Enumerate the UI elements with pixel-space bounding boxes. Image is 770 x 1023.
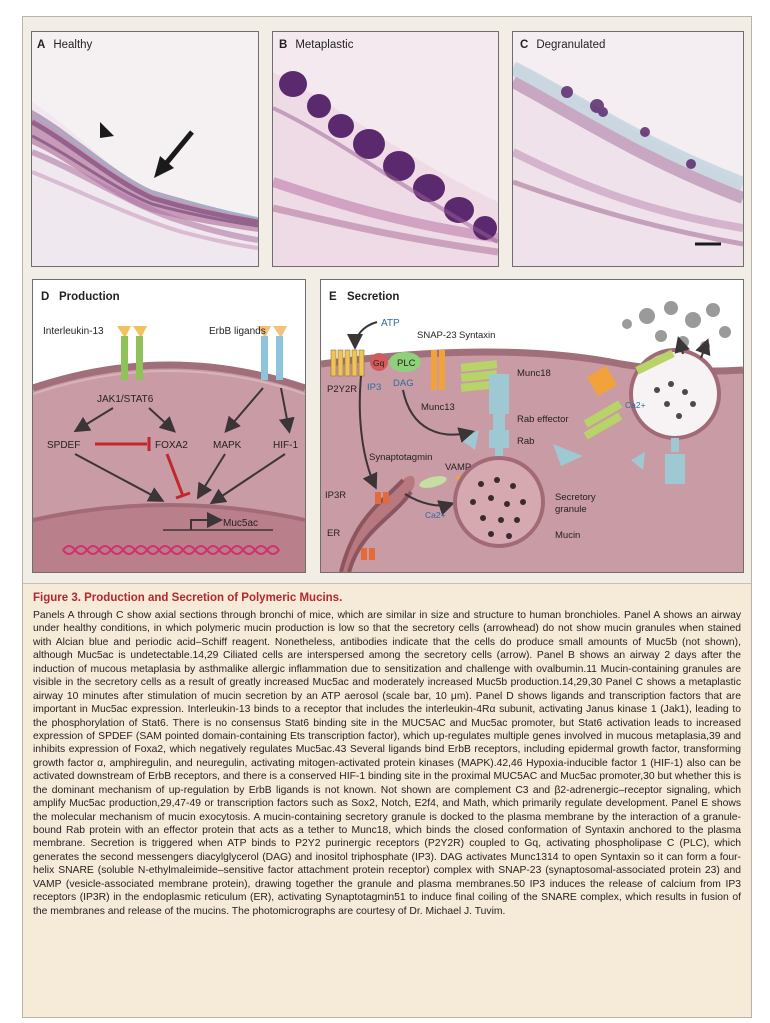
panel-b-letter: B [279, 39, 288, 51]
panel-a-label: A Healthy [37, 39, 92, 51]
figure-area: A Healthy [23, 17, 751, 584]
label-plc: PLC [397, 358, 416, 369]
label-ca2-right: Ca2+ [625, 400, 646, 410]
label-er: ER [327, 528, 340, 539]
plc-enzyme-icon [389, 352, 421, 372]
label-synaptotagmin: Synaptotagmin [369, 452, 432, 463]
label-erbb-ligands: ErbB ligands [209, 326, 266, 337]
label-ca2-left: Ca2+ [425, 510, 446, 520]
panel-d-production: D Production Interleukin-13 ErbB ligands… [32, 279, 306, 573]
munc18-rab-tether-icon [461, 374, 509, 458]
snap23-syntaxin-complex-icon [431, 350, 498, 392]
panel-e-title: Secretion [347, 291, 399, 303]
panel-b-label: B Metaplastic [279, 39, 353, 51]
panel-e-letter: E [329, 291, 337, 303]
panel-e-secretion: E Secretion ATP P2Y2R Gq PLC IP3 DAG SNA… [320, 279, 744, 573]
panel-b-title: Metaplastic [295, 39, 354, 51]
label-hif-1: HIF-1 [273, 440, 298, 451]
label-rab: Rab [517, 436, 534, 447]
caption-title: Figure 3. Production and Secretion of Po… [33, 592, 343, 604]
label-spdef: SPDEF [47, 440, 80, 451]
erbb-receptor-icon [257, 326, 287, 380]
p2y2r-receptor-icon [330, 349, 365, 377]
panel-c-letter: C [520, 39, 529, 51]
label-mapk: MAPK [213, 440, 242, 451]
panel-a-title: Healthy [53, 39, 93, 51]
secretion-diagram: E Secretion ATP P2Y2R Gq PLC IP3 DAG SNA… [321, 280, 743, 572]
micrograph-b-metaplastic [272, 31, 499, 267]
label-muc5ac: Muc5ac [223, 518, 258, 529]
metaplastic-airway-image [273, 32, 498, 266]
panel-d-letter: D [41, 291, 49, 303]
label-interleukin-13: Interleukin-13 [43, 326, 104, 337]
secretory-granule-icon [453, 456, 545, 548]
label-munc13: Munc13 [421, 402, 455, 413]
ip3r-channel-icon [361, 492, 389, 560]
figure-caption: Figure 3. Production and Secretion of Po… [23, 584, 751, 1017]
caption-body: Panels A through C show axial sections t… [33, 610, 741, 917]
label-snap-23: SNAP-23 [417, 330, 457, 341]
panel-c-label: C Degranulated [520, 39, 605, 51]
label-jak1-stat6: JAK1/STAT6 [97, 394, 154, 405]
panel-c-title: Degranulated [536, 39, 606, 51]
label-vamp: VAMP [445, 462, 471, 473]
gq-protein-icon [370, 353, 388, 371]
label-foxa2: FOXA2 [155, 440, 188, 451]
degranulated-airway-image [513, 32, 743, 266]
micrograph-c-degranulated [512, 31, 744, 267]
label-syntaxin: Syntaxin [459, 330, 495, 341]
production-diagram: D Production Interleukin-13 ErbB ligands… [33, 280, 305, 572]
panel-d-title: Production [59, 291, 120, 303]
fusing-granule-icon [553, 348, 721, 484]
label-dag: DAG [393, 378, 414, 389]
label-ip3r: IP3R [325, 490, 346, 501]
label-gq: Gq [373, 358, 385, 368]
label-rab-effector: Rab effector [517, 414, 569, 425]
label-p2y2r: P2Y2R [327, 384, 357, 395]
label-secretory-granule-line2: granule [555, 504, 587, 515]
il13-receptor-icon [117, 326, 147, 380]
synaptotagmin-icon [419, 476, 447, 488]
label-secretory-granule-line1: Secretory [555, 492, 596, 503]
figure-frame: A Healthy [22, 16, 752, 1018]
label-mucin: Mucin [555, 530, 580, 541]
healthy-airway-image [32, 32, 258, 266]
micrograph-a-healthy [31, 31, 259, 267]
label-ip3: IP3 [367, 382, 381, 393]
label-munc18: Munc18 [517, 368, 551, 379]
panel-a-letter: A [37, 39, 46, 51]
endoplasmic-reticulum [339, 475, 415, 572]
label-atp: ATP [381, 318, 400, 329]
